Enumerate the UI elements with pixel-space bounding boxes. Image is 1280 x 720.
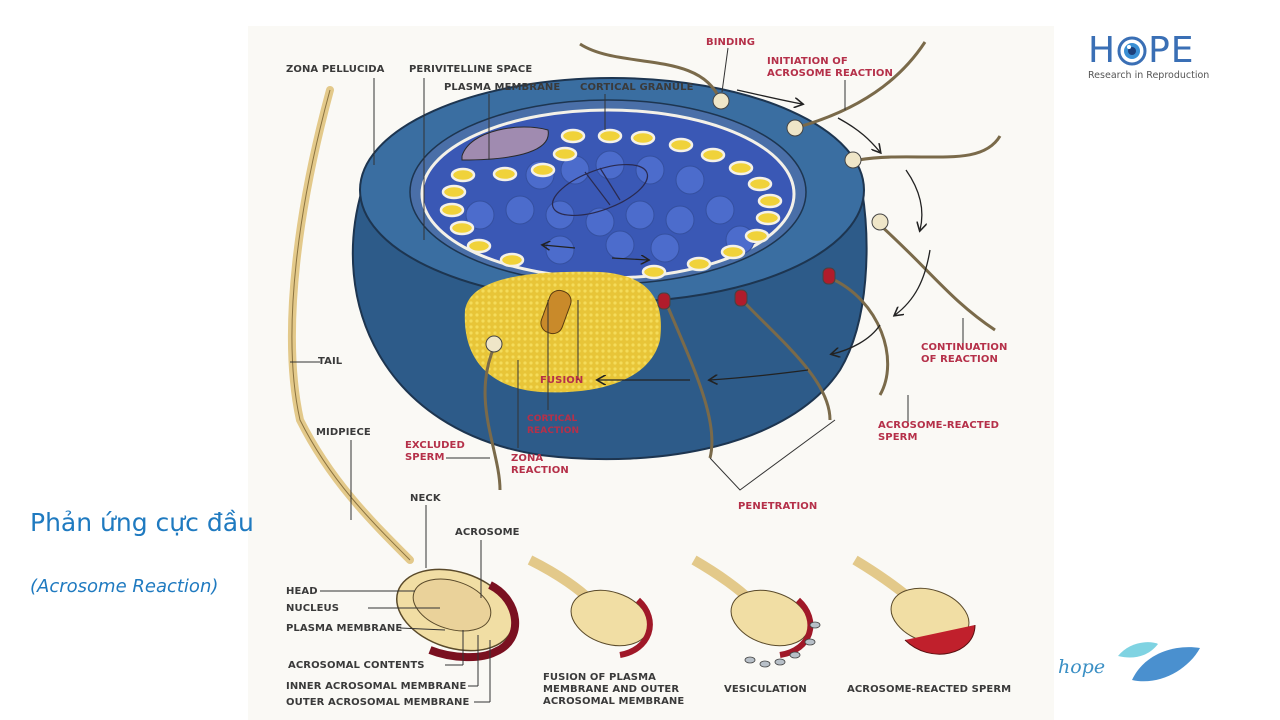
- label-penetration: PENETRATION: [738, 501, 818, 512]
- label-nucleus: NUCLEUS: [286, 603, 340, 614]
- logo-letter-h: H: [1088, 30, 1117, 71]
- hope-logo: H P E Research in Reproduction: [1088, 32, 1210, 82]
- hope-script-text: hope: [1058, 656, 1106, 678]
- label-sperm-plasma-membrane: PLASMA MEMBRANE: [286, 623, 403, 634]
- label-cortical-granule: CORTICAL GRANULE: [580, 82, 694, 93]
- egg-cross-section: [351, 77, 868, 461]
- label-perivitelline-space: PERIVITELLINE SPACE: [409, 64, 533, 75]
- stage-vesiculation: [691, 555, 821, 668]
- polar-body: [461, 126, 549, 161]
- label-acrosome-reacted-sperm: ACROSOME-REACTED SPERM: [878, 420, 1000, 443]
- label-acrosome: ACROSOME: [455, 527, 520, 538]
- penetrating-sperm-tail-2: [740, 298, 832, 421]
- continuation-sperm-tail-2: [878, 223, 996, 332]
- eye-icon: [1117, 36, 1147, 66]
- label-excluded-sperm: EXCLUDED SPERM: [405, 440, 465, 463]
- label-midpiece: MIDPIECE: [316, 427, 371, 438]
- membrane-arrows: [543, 245, 648, 260]
- label-stage-vesiculation: VESICULATION: [724, 684, 807, 695]
- label-initiation: INITIATION OF ACROSOME REACTION: [767, 56, 893, 79]
- stage-reacted: [852, 555, 976, 655]
- leader-lines: [290, 47, 964, 703]
- reaction-stages: [527, 555, 976, 668]
- label-continuation: CONTINUATION OF REACTION: [921, 342, 1008, 365]
- spindle: [551, 163, 649, 217]
- label-stage-fusion: FUSION OF PLASMA MEMBRANE AND OUTER ACRO…: [543, 672, 685, 707]
- logo-letter-e: E: [1170, 30, 1195, 71]
- initiation-sperm-tail: [794, 41, 927, 130]
- slide-subtitle: (Acrosome Reaction): [30, 576, 219, 597]
- logo-letter-p: P: [1148, 30, 1171, 71]
- penetrating-sperm-tail-1: [663, 299, 714, 459]
- label-stage-reacted: ACROSOME-REACTED SPERM: [847, 684, 1012, 695]
- sperm-nucleus: [412, 578, 492, 632]
- label-inner-acrosomal-membrane: INNER ACROSOMAL MEMBRANE: [286, 681, 467, 692]
- labeled-sperm: [287, 86, 520, 662]
- sperm-heads: [485, 92, 889, 353]
- label-plasma-membrane: PLASMA MEMBRANE: [444, 82, 561, 93]
- label-acrosomal-contents: ACROSOMAL CONTENTS: [288, 660, 425, 671]
- label-neck: NECK: [410, 493, 441, 504]
- label-tail: TAIL: [318, 356, 343, 367]
- binding-sperm-tail: [579, 42, 722, 101]
- acrosome-cap: [428, 581, 520, 662]
- continuation-sperm-tail-1: [857, 135, 1002, 162]
- label-zona-pellucida: ZONA PELLUCIDA: [286, 64, 385, 75]
- label-fusion: FUSION: [540, 375, 584, 386]
- process-arrows: [598, 89, 931, 380]
- excluded-sperm-tail: [483, 344, 502, 491]
- reacted-sperm-tail: [829, 276, 890, 396]
- cortical-granules: [439, 128, 783, 280]
- label-binding: BINDING: [706, 37, 756, 48]
- hope-logo-word: H P E: [1088, 32, 1208, 70]
- label-outer-acrosomal-membrane: OUTER ACROSOMAL MEMBRANE: [286, 697, 470, 708]
- label-head: HEAD: [286, 586, 318, 597]
- stage-fusion: [527, 555, 653, 658]
- hope-logo-tagline: Research in Reproduction: [1088, 70, 1210, 81]
- label-zona-reaction: ZONA REACTION: [511, 453, 569, 476]
- zona-reaction-area: [464, 271, 661, 393]
- slide-title: Phản ứng cực đầu: [30, 508, 254, 537]
- approaching-sperm: [483, 41, 1002, 491]
- leaves-icon: [1118, 642, 1200, 682]
- label-cortical-reaction: CORTICAL REACTION: [527, 414, 580, 436]
